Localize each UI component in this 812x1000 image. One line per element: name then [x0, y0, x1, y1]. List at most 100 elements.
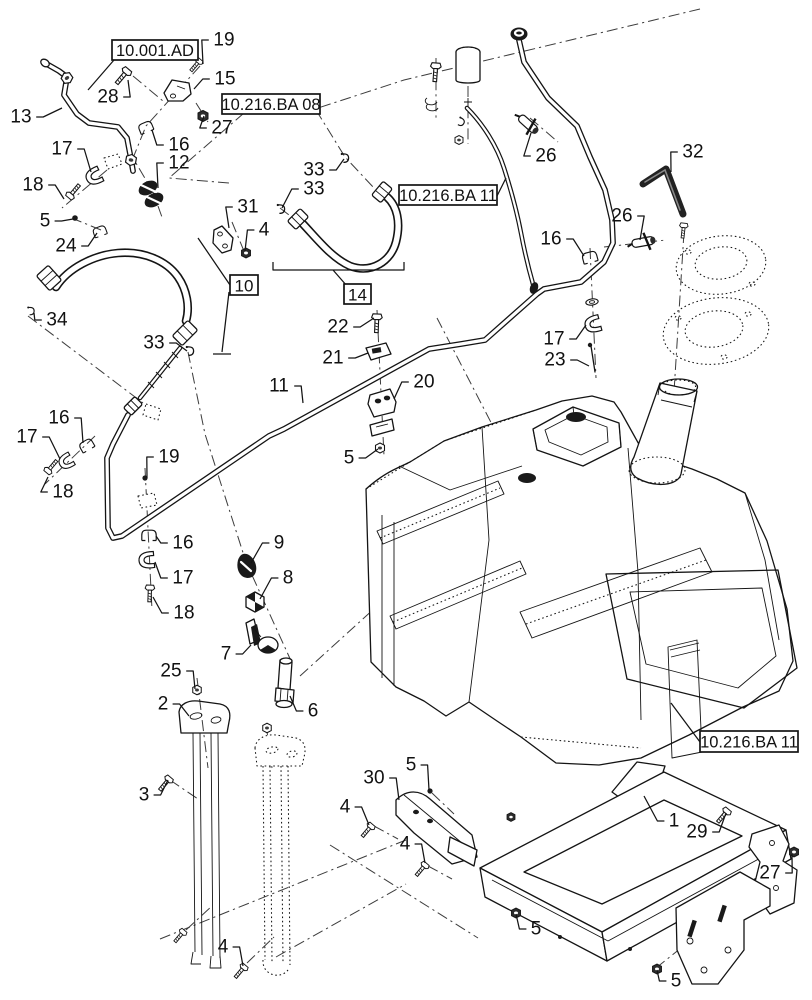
clamp-stack-right	[580, 249, 603, 373]
callout-leader	[358, 448, 379, 459]
callout-number[interactable]: 5	[531, 919, 542, 940]
callout-leader	[199, 115, 207, 129]
tank-recess-panel	[605, 569, 798, 709]
callout-number[interactable]: 19	[213, 30, 234, 51]
callout-number[interactable]: 5	[40, 211, 51, 232]
callout-number[interactable]: 33	[143, 333, 164, 354]
callout-leader	[414, 843, 426, 864]
callout-leader	[81, 232, 98, 247]
gasket-plates	[662, 222, 770, 365]
callout-number[interactable]: 29	[686, 822, 707, 843]
reference-box[interactable]: 10.216.BA 08	[221, 93, 321, 115]
sump-port	[566, 412, 586, 422]
bolt-3	[155, 773, 175, 794]
callout-number[interactable]: 17	[51, 139, 72, 160]
callout-number[interactable]: 34	[46, 310, 68, 331]
callout-number[interactable]: 9	[274, 533, 285, 554]
callout-number[interactable]: 8	[283, 568, 294, 589]
callout-number[interactable]: 12	[168, 153, 189, 174]
callout-number[interactable]: 16	[168, 135, 189, 156]
callout-number[interactable]: 18	[22, 175, 43, 196]
callout-number[interactable]: 22	[327, 317, 348, 338]
callout-leader	[389, 777, 400, 801]
callout-number[interactable]: 33	[303, 179, 324, 200]
callout-number[interactable]: 27	[211, 118, 232, 139]
callout-leader	[353, 317, 375, 328]
callout-number[interactable]: 28	[97, 87, 118, 108]
callout-leader	[33, 312, 42, 321]
callout-number[interactable]: 16	[172, 533, 193, 554]
callout-number[interactable]: 4	[218, 937, 229, 958]
boxed-item-number[interactable]: 14	[343, 283, 372, 305]
bolt-28	[112, 65, 134, 88]
clip-34	[26, 305, 35, 316]
reference-box-label: 10.216.BA 11	[399, 187, 497, 205]
callout-number[interactable]: 15	[214, 69, 235, 90]
callout-leader	[294, 385, 304, 404]
nut-27	[789, 846, 799, 858]
callout-number[interactable]: 16	[48, 408, 69, 429]
callout-number[interactable]: 20	[413, 372, 434, 393]
callout-leader	[354, 806, 370, 826]
callout-number[interactable]: 1	[669, 811, 680, 832]
mounting-frame	[395, 761, 798, 985]
callout-leader	[74, 417, 84, 444]
callout-number[interactable]: 18	[52, 482, 73, 503]
callout-number[interactable]: 27	[759, 863, 780, 884]
callout-number[interactable]: 17	[172, 568, 193, 589]
callout-leader	[154, 561, 168, 579]
callout-number[interactable]: 2	[158, 694, 169, 715]
callout-number[interactable]: 11	[269, 376, 289, 397]
callout-number[interactable]: 16	[540, 229, 561, 250]
callout-leader	[186, 670, 196, 690]
callout-leader	[259, 577, 279, 600]
reference-box-label: 10.216.BA 11	[700, 734, 798, 752]
callout-leader	[225, 206, 233, 229]
bracket-31	[212, 225, 234, 254]
vent-tube-13	[40, 58, 138, 174]
sender-group	[424, 46, 539, 294]
callout-number[interactable]: 7	[221, 644, 232, 665]
callout-number[interactable]: 31	[237, 197, 258, 218]
callout-number[interactable]: 26	[535, 146, 556, 167]
bolt-4	[231, 961, 250, 981]
callout-number[interactable]: 18	[173, 603, 194, 624]
callout-number[interactable]: 23	[544, 350, 565, 371]
callout-leader	[201, 39, 209, 65]
callout-number[interactable]: 30	[363, 768, 384, 789]
clamp-16	[137, 119, 155, 136]
callout-number[interactable]: 5	[344, 448, 355, 469]
callout-number[interactable]: 17	[16, 427, 37, 448]
callout-leader	[670, 151, 678, 173]
callout-number[interactable]: 17	[543, 329, 564, 350]
reference-box[interactable]: 10.216.BA 11	[699, 730, 799, 753]
vent-cap	[510, 27, 528, 41]
callout-number[interactable]: 4	[340, 797, 351, 818]
callout-number[interactable]: 3	[139, 785, 150, 806]
callout-leader	[329, 158, 345, 171]
callout-number[interactable]: 33	[303, 160, 324, 181]
small-hardware-top-left	[64, 56, 251, 259]
reference-box[interactable]: 10.216.BA 11	[398, 184, 498, 206]
callout-number[interactable]: 32	[682, 142, 703, 163]
callout-leader	[54, 218, 74, 222]
reference-box[interactable]: 10.001.AD	[111, 39, 199, 61]
stack-20-21-22	[365, 313, 397, 454]
callout-number[interactable]: 4	[259, 220, 270, 241]
callout-number[interactable]: 25	[160, 661, 181, 682]
callout-number[interactable]: 5	[406, 755, 417, 776]
callout-number[interactable]: 5	[671, 971, 682, 992]
callout-number[interactable]: 26	[611, 206, 632, 227]
callout-number[interactable]: 21	[322, 348, 343, 369]
callout-number[interactable]: 6	[308, 701, 319, 722]
callout-leader	[515, 913, 527, 930]
callout-number[interactable]: 19	[158, 447, 179, 468]
callout-leader	[42, 436, 61, 460]
callout-leader	[566, 238, 585, 257]
callout-number[interactable]: 24	[55, 236, 77, 257]
callout-number[interactable]: 13	[10, 107, 31, 128]
boxed-item-number[interactable]: 10	[229, 274, 259, 296]
callout-number[interactable]: 4	[400, 834, 411, 855]
